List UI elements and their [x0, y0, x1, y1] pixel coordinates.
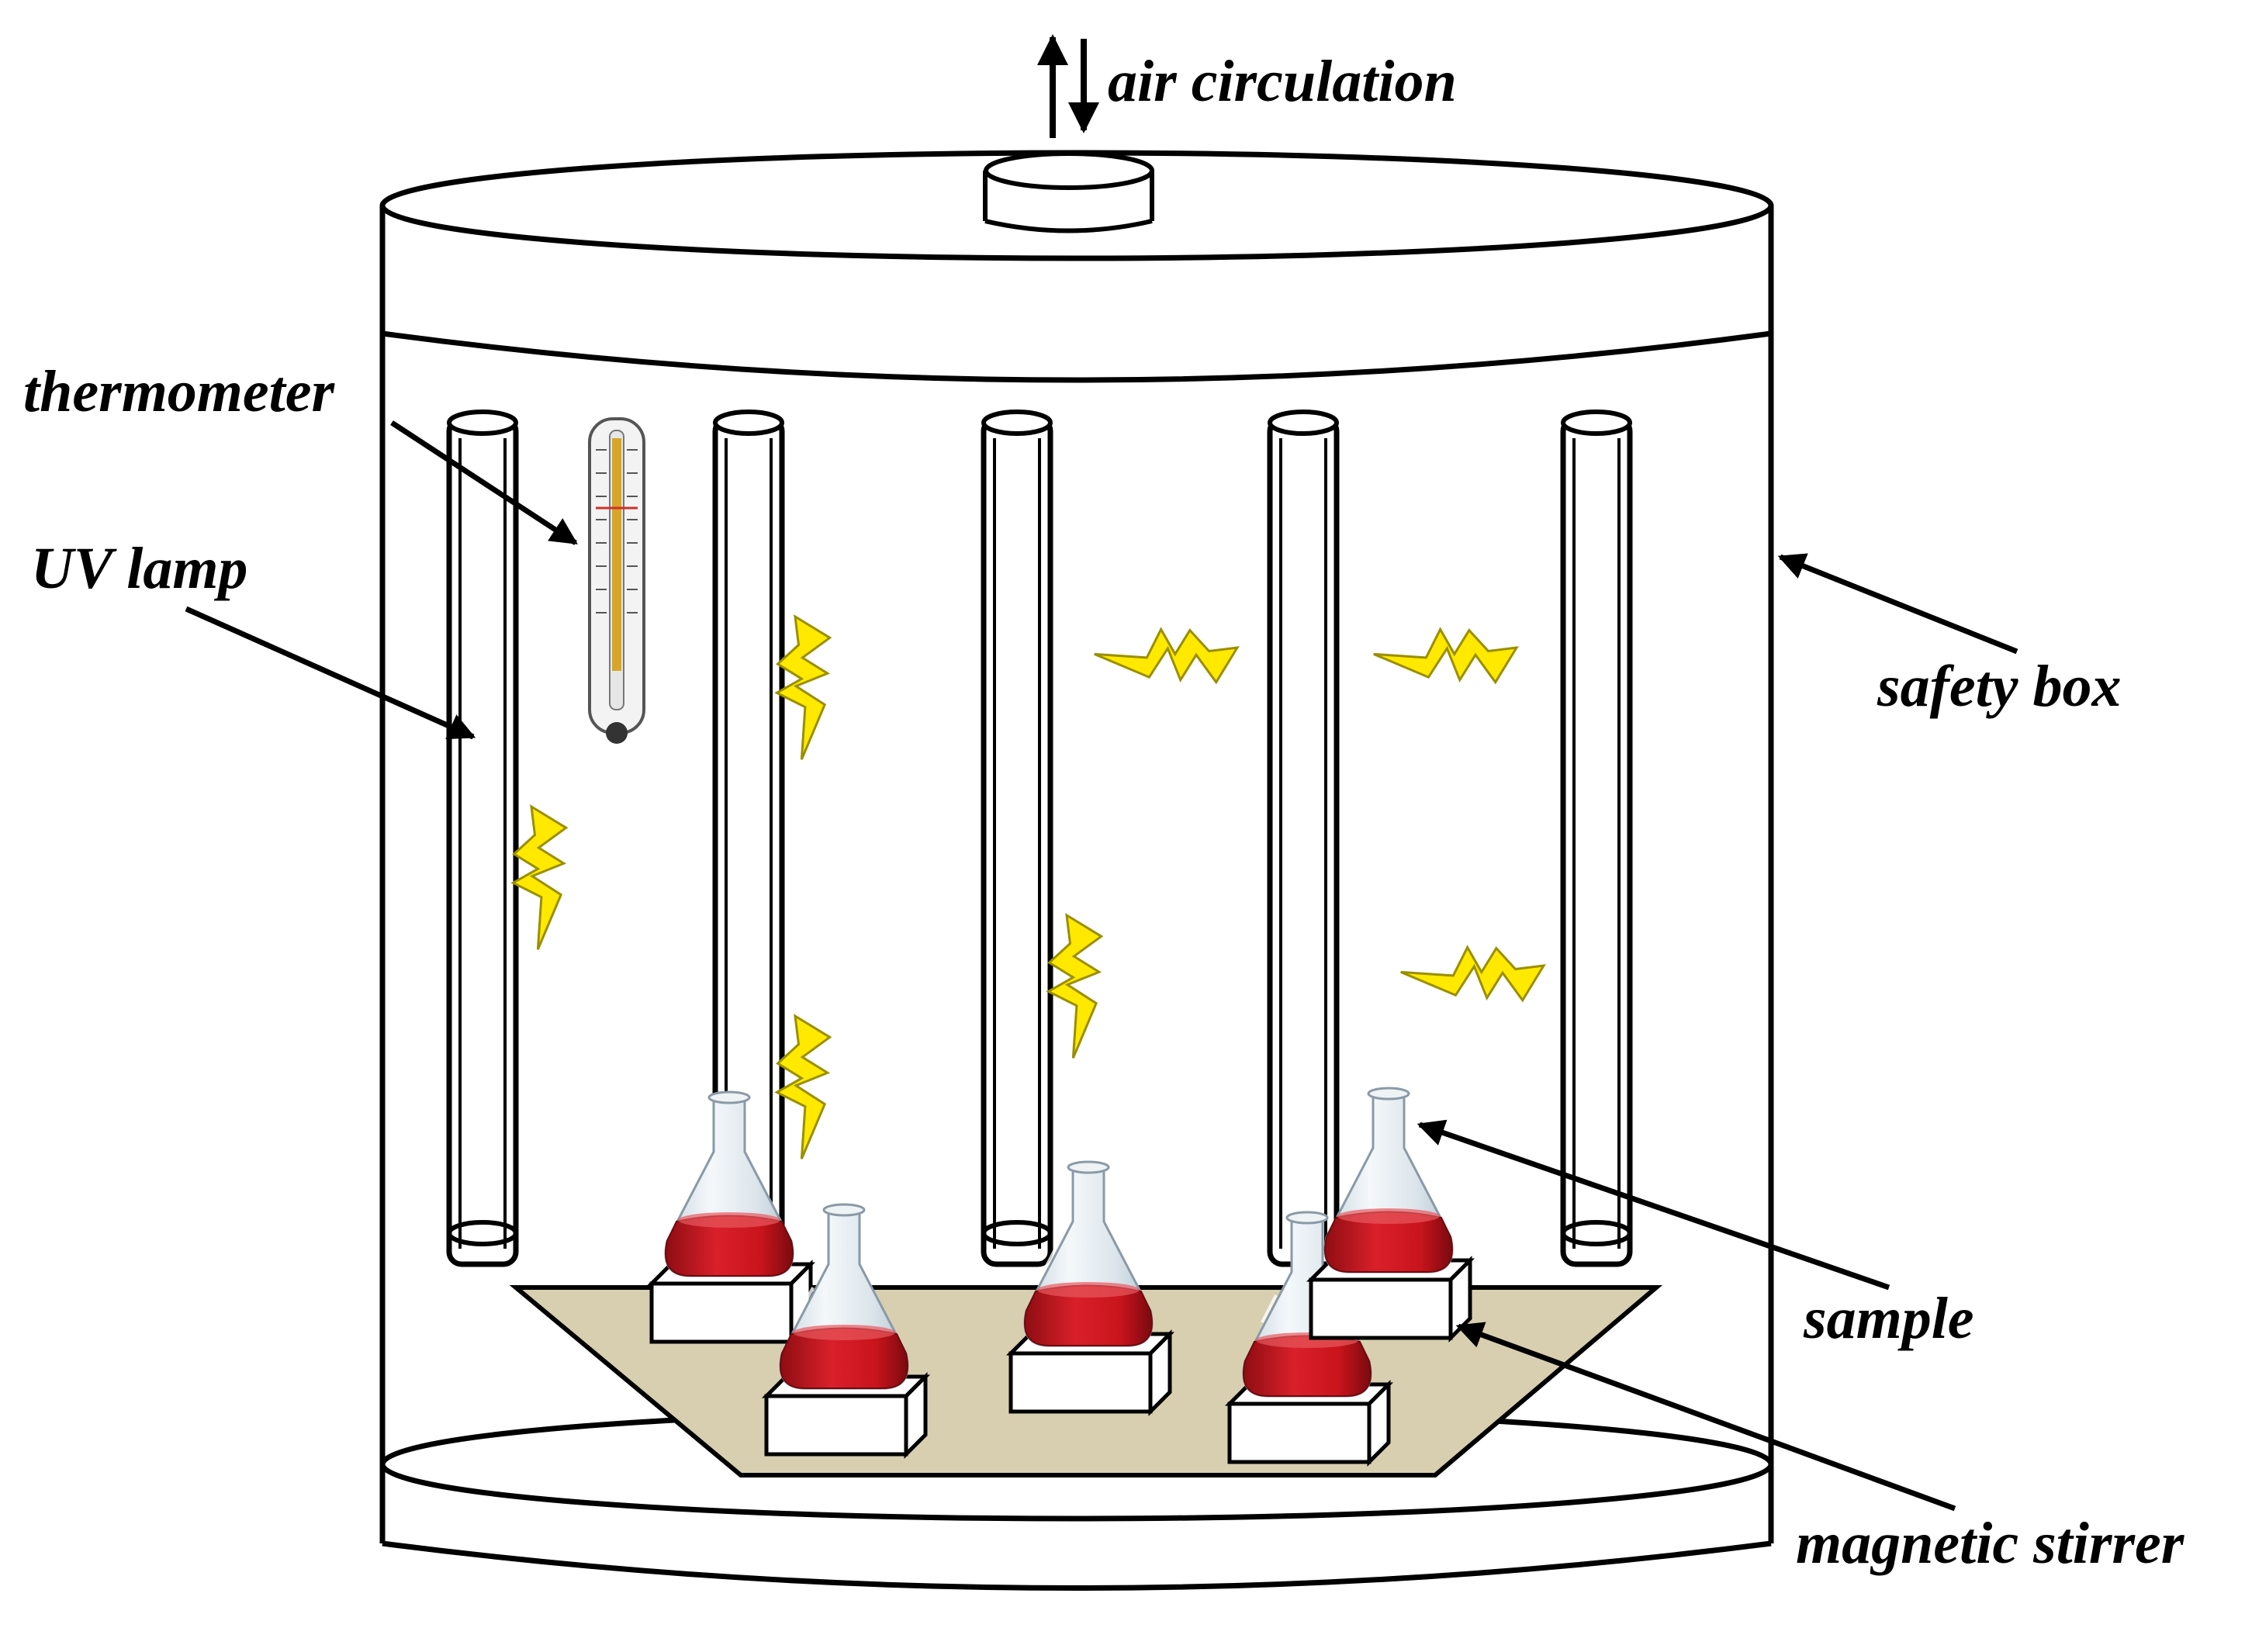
erlenmeyer-flask-icon: [779, 1203, 909, 1390]
sample-flask: [761, 1203, 931, 1460]
uv-light-bolt-icon: [1373, 627, 1519, 685]
leader-arrows: [185, 420, 2018, 1512]
uv-light-bolt-icon: [774, 1014, 832, 1160]
sample-flask: [1005, 1160, 1175, 1417]
sample-flask: [1306, 1087, 1475, 1343]
air-circulation-label: air circulation: [1108, 49, 1457, 114]
erlenmeyer-flask-icon: [1323, 1087, 1454, 1274]
sample-flask: [1224, 1211, 1394, 1467]
uv-lamp-group: [446, 410, 1633, 1267]
safety-box-label: safety box: [1877, 654, 2121, 719]
uv-lamp: [1267, 410, 1340, 1267]
erlenmeyer-flask-icon: [1242, 1211, 1372, 1398]
sample-arrow: [1417, 1119, 1890, 1291]
uv-light-bolt-icon: [774, 614, 832, 760]
magnetic-stirrer-label: magnetic stirrer: [1796, 1511, 2185, 1576]
thermometer-arrow: [390, 420, 578, 545]
uv-light-bolt-icon: [510, 804, 569, 950]
air-vent: [983, 151, 1154, 233]
sample-flask: [646, 1090, 816, 1347]
uv-light-bolt-icon: [1046, 913, 1104, 1059]
thermometer-icon: [588, 417, 645, 744]
safety-box-arrow: [1777, 553, 2018, 655]
uv-light-bolt-icon: [1094, 627, 1240, 685]
uv-lamp-label: UV lamp: [31, 536, 247, 601]
erlenmeyer-flask-icon: [664, 1090, 794, 1277]
magnetic-stirrer-arrow: [1455, 1322, 1956, 1512]
sample-flask-group: [646, 1087, 1475, 1467]
uv-lamp: [446, 410, 519, 1267]
uv-light-bolt-icon: [1400, 945, 1546, 1003]
thermometer-label: thermometer: [23, 359, 336, 424]
erlenmeyer-flask-icon: [1023, 1160, 1154, 1347]
uv-lamp-arrow: [185, 606, 476, 740]
sample-label: sample: [1803, 1286, 1974, 1351]
uv-lamp: [981, 410, 1053, 1267]
uv-light-bolt-group: [510, 614, 1546, 1160]
up-down-arrows-icon: [1037, 34, 1099, 138]
uv-lamp: [1560, 410, 1633, 1267]
